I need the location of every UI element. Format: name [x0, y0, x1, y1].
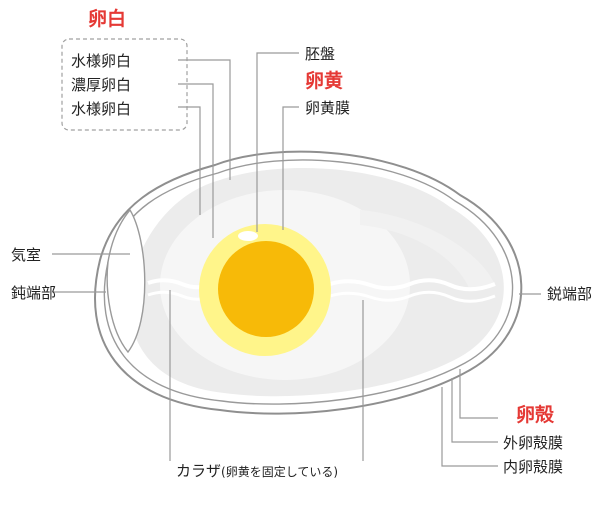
outer-shell-membrane-label: 外卵殻膜 [503, 434, 563, 452]
egg-white-heading: 卵白 [88, 7, 126, 30]
chalaza-caption: カラザ(卵黄を固定している) [176, 462, 338, 480]
chalaza-note: (卵黄を固定している) [221, 464, 338, 479]
egg-illustration [94, 150, 523, 415]
yolk [218, 241, 314, 337]
germinal-disc [238, 231, 258, 241]
chalaza-label: カラザ [176, 462, 221, 480]
yolk-membrane-label: 卵黄膜 [305, 99, 350, 117]
blunt-end-label: 鈍端部 [11, 284, 56, 302]
shell-heading: 卵殻 [516, 403, 555, 426]
thin-albumen-band [360, 210, 495, 290]
thin-albumen-label-2: 水様卵白 [71, 100, 131, 118]
yolk-heading: 卵黄 [305, 69, 343, 92]
pointed-end-label: 鋭端部 [547, 285, 592, 303]
thin-albumen-label-1: 水様卵白 [71, 52, 131, 70]
air-cell [106, 208, 146, 354]
leader-lines [52, 52, 541, 467]
air-cell-label: 気室 [11, 246, 41, 264]
chalaza-right-2 [329, 290, 496, 303]
inner-shell-membrane-label: 内卵殻膜 [503, 458, 563, 476]
chalaza-right [329, 278, 496, 292]
thick-albumen-label: 濃厚卵白 [71, 76, 131, 94]
germinal-disc-label: 胚盤 [305, 45, 335, 63]
